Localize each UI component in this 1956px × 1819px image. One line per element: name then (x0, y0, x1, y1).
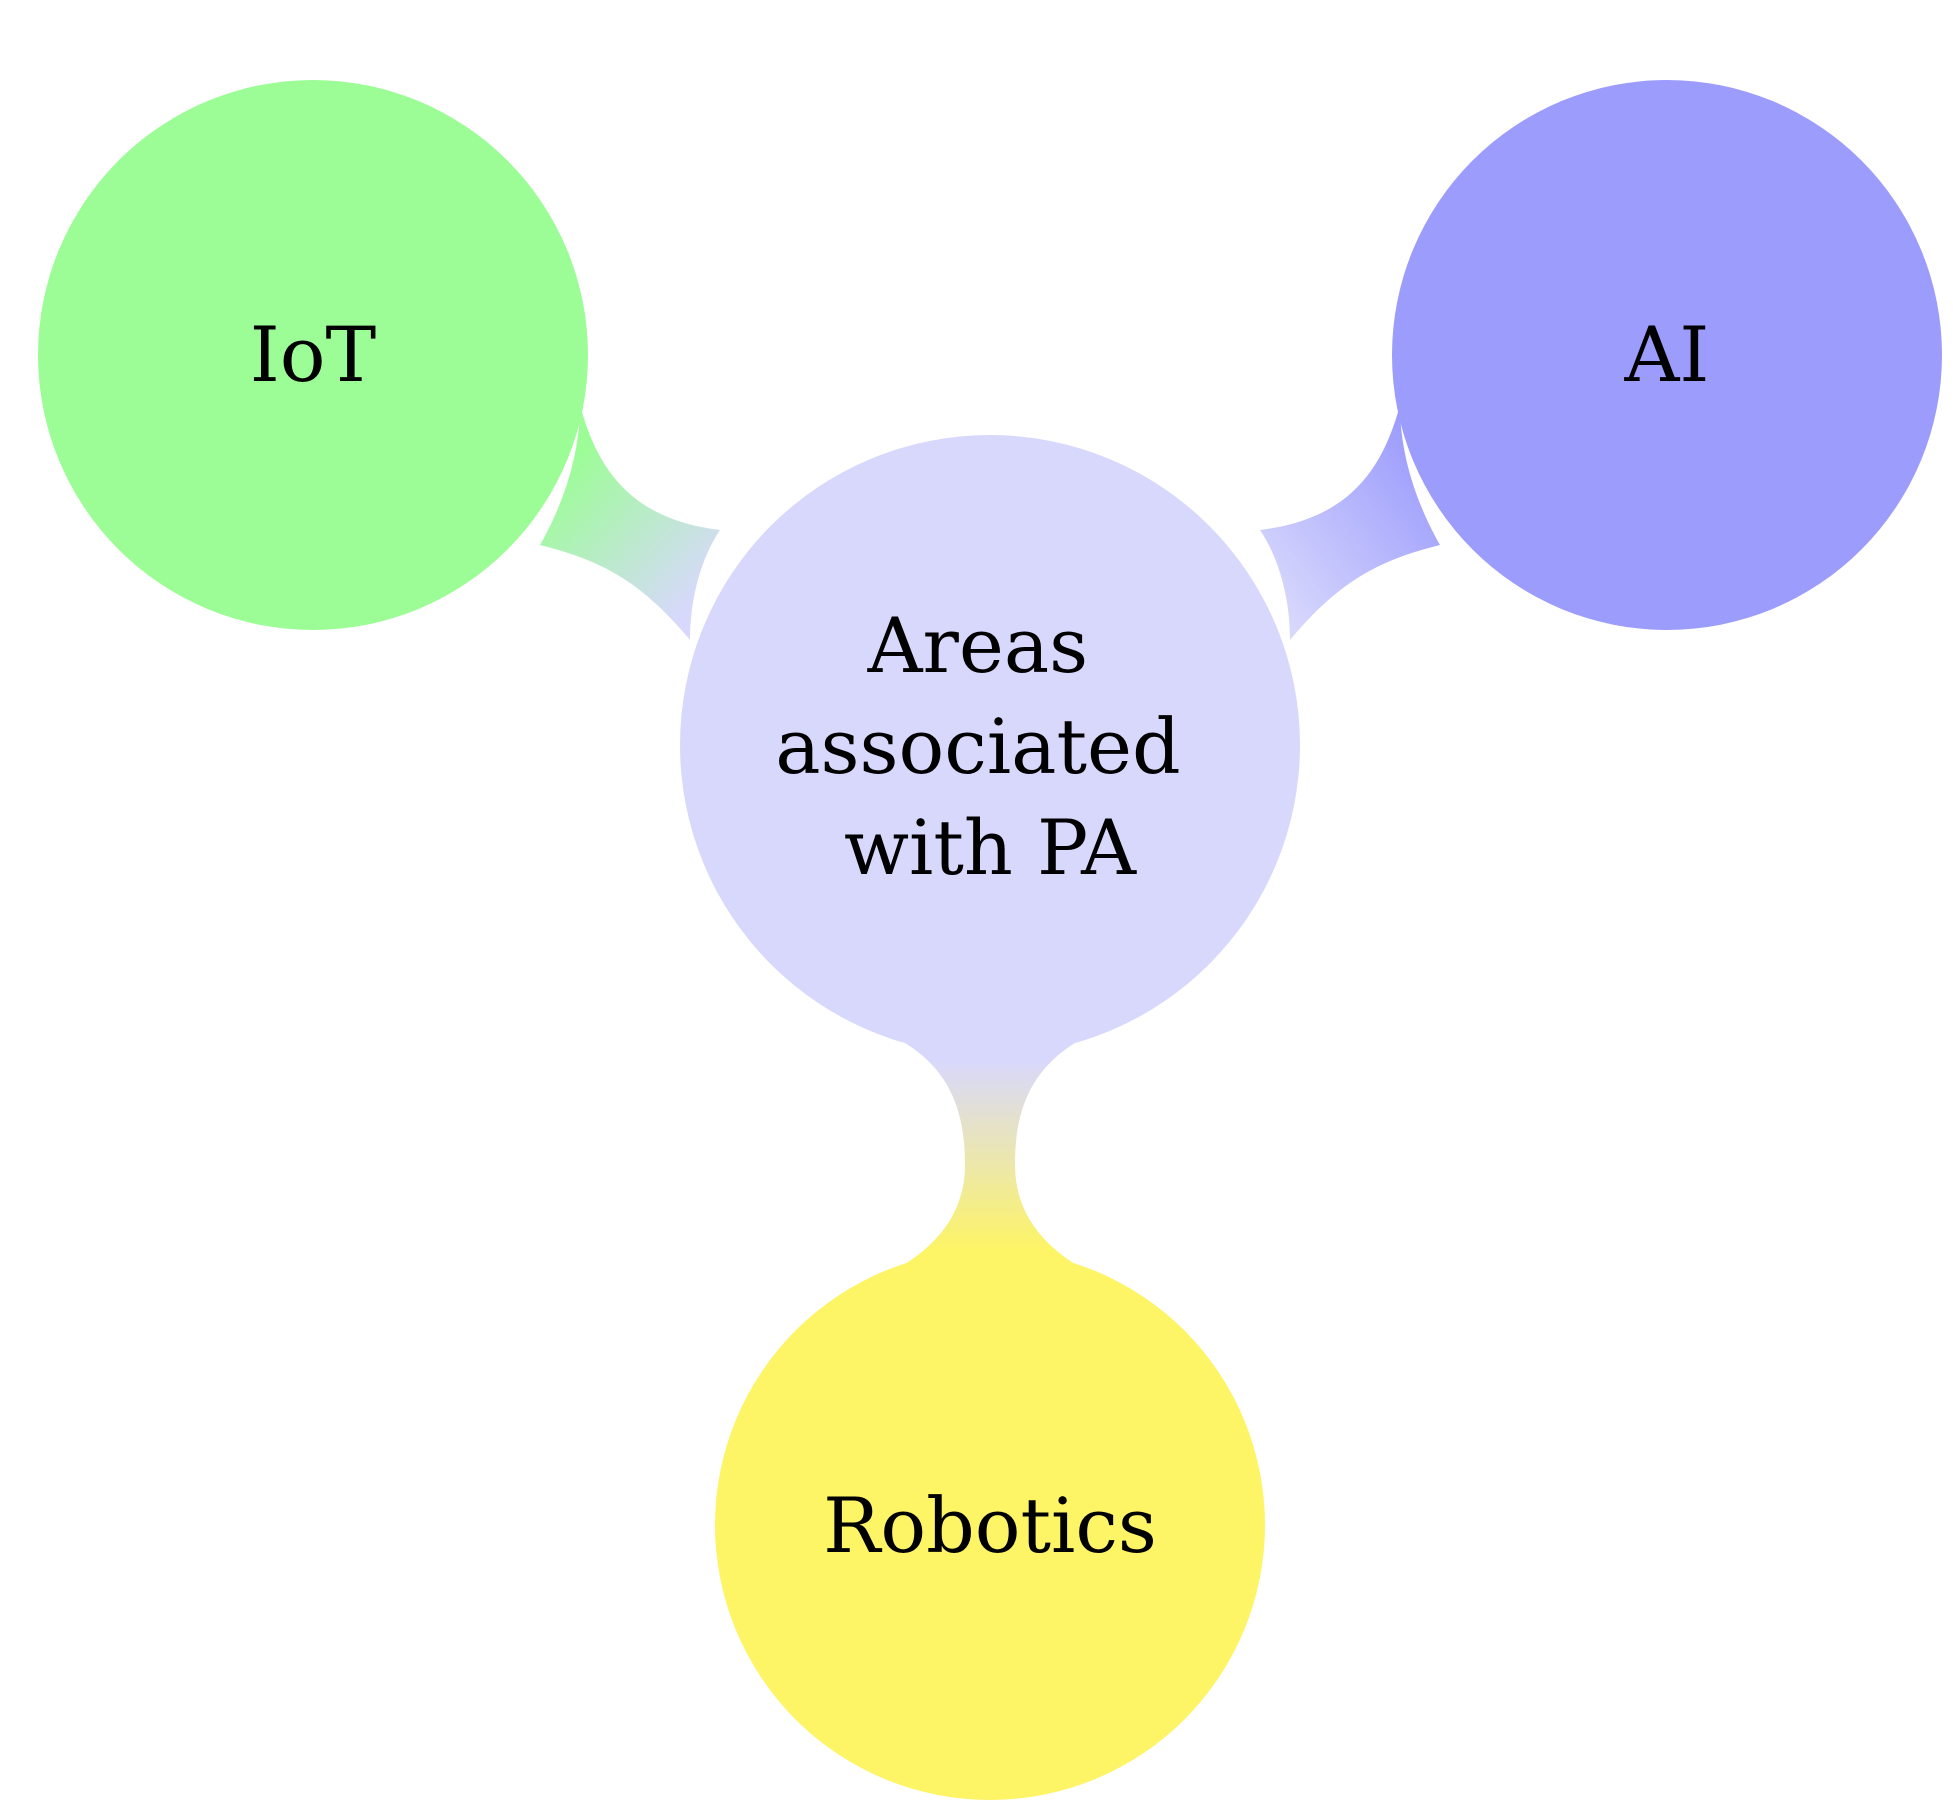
connector-ai (1260, 405, 1440, 640)
center-label-line: Areas (867, 601, 1089, 690)
connector-robotics (880, 1030, 1100, 1270)
center-node (680, 435, 1300, 1055)
iot-node (38, 80, 588, 630)
ai-node (1392, 80, 1942, 630)
iot-label: IoT (250, 310, 376, 399)
robotics-node (715, 1250, 1265, 1800)
center-label: Areas associated with PA (775, 601, 1205, 892)
center-label-line: associated (775, 702, 1180, 791)
connector-iot (540, 405, 720, 640)
center-label-line: with PA (844, 803, 1137, 892)
ai-label: AI (1624, 310, 1710, 399)
robotics-label: Robotics (823, 1481, 1157, 1570)
